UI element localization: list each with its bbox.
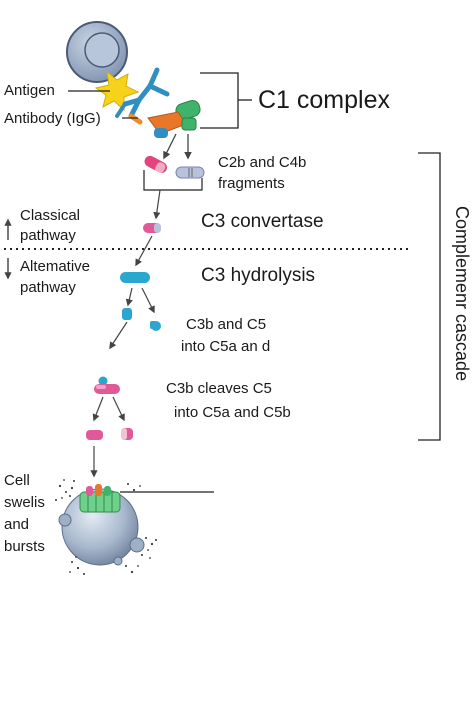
complement-cascade-label: Complemenr cascade [452,206,472,382]
arrow-to-c5b [92,396,104,422]
c1-complex-label: C1 complex [258,86,390,114]
alternative-pathway-label-line2: pathway [20,279,76,296]
c3b-c5-complex-icon [94,376,120,394]
alternative-pathway-label-line1: Altemative [20,258,91,275]
c3b-icon [122,308,132,320]
classical-pathway-label-line2: pathway [20,227,76,244]
arrow-to-c3a [141,287,155,314]
c5a-fragment-icon [121,428,133,440]
antibody-label: Antibody (IgG) [4,110,101,127]
antigen-label: Antigen [4,82,55,99]
c2b-fragment-icon [175,166,205,179]
c4b-fragment-icon [144,155,168,174]
c1-complex-icon [147,100,201,138]
c1-bracket [200,72,239,129]
c3-convertase-label: C3 convertase [201,211,324,232]
arrow-to-c3b [125,287,133,307]
pathogen-cell-icon [66,21,128,83]
antigen-icon [94,70,140,112]
fragments-label-line1: C2b and C4b [218,154,307,171]
arrow-to-convertase [153,189,161,220]
c3-hydrolysis-icon [120,272,150,283]
c3a-icon [150,321,161,331]
antibody-icon [115,67,170,125]
c3-convertase-icon [143,223,161,233]
arrow-to-c5a [112,396,125,422]
fragment-bracket [143,170,203,191]
classical-pathway-label-line1: Classical [20,207,81,224]
cell-label-line4: bursts [4,538,45,555]
c5b-fragment-icon [86,430,103,440]
arrow-to-c5-binding [109,321,128,350]
arrow-to-hydrolysis [135,235,153,267]
cell-label-line3: and [4,516,30,533]
cell-label-line2: swelis [4,494,45,511]
cell-leak-dots [55,479,157,575]
c3b-c5-label-line2: into C5a an d [181,338,271,355]
c3-hydrolysis-label: C3 hydrolysis [201,265,316,286]
c3b-cleaves-label-line2: into C5a and C5b [174,404,291,421]
c3b-cleaves-label-line1: C3b cleaves C5 [166,380,272,397]
arrow-c1-to-c4b [163,133,177,160]
c3b-c5-label-line1: C3b and C5 [186,316,267,333]
cell-label-line1: Cell [4,472,30,489]
fragments-label-line2: fragments [218,175,285,192]
membrane-attack-complex-icon [79,484,121,513]
cascade-bracket [418,152,441,441]
